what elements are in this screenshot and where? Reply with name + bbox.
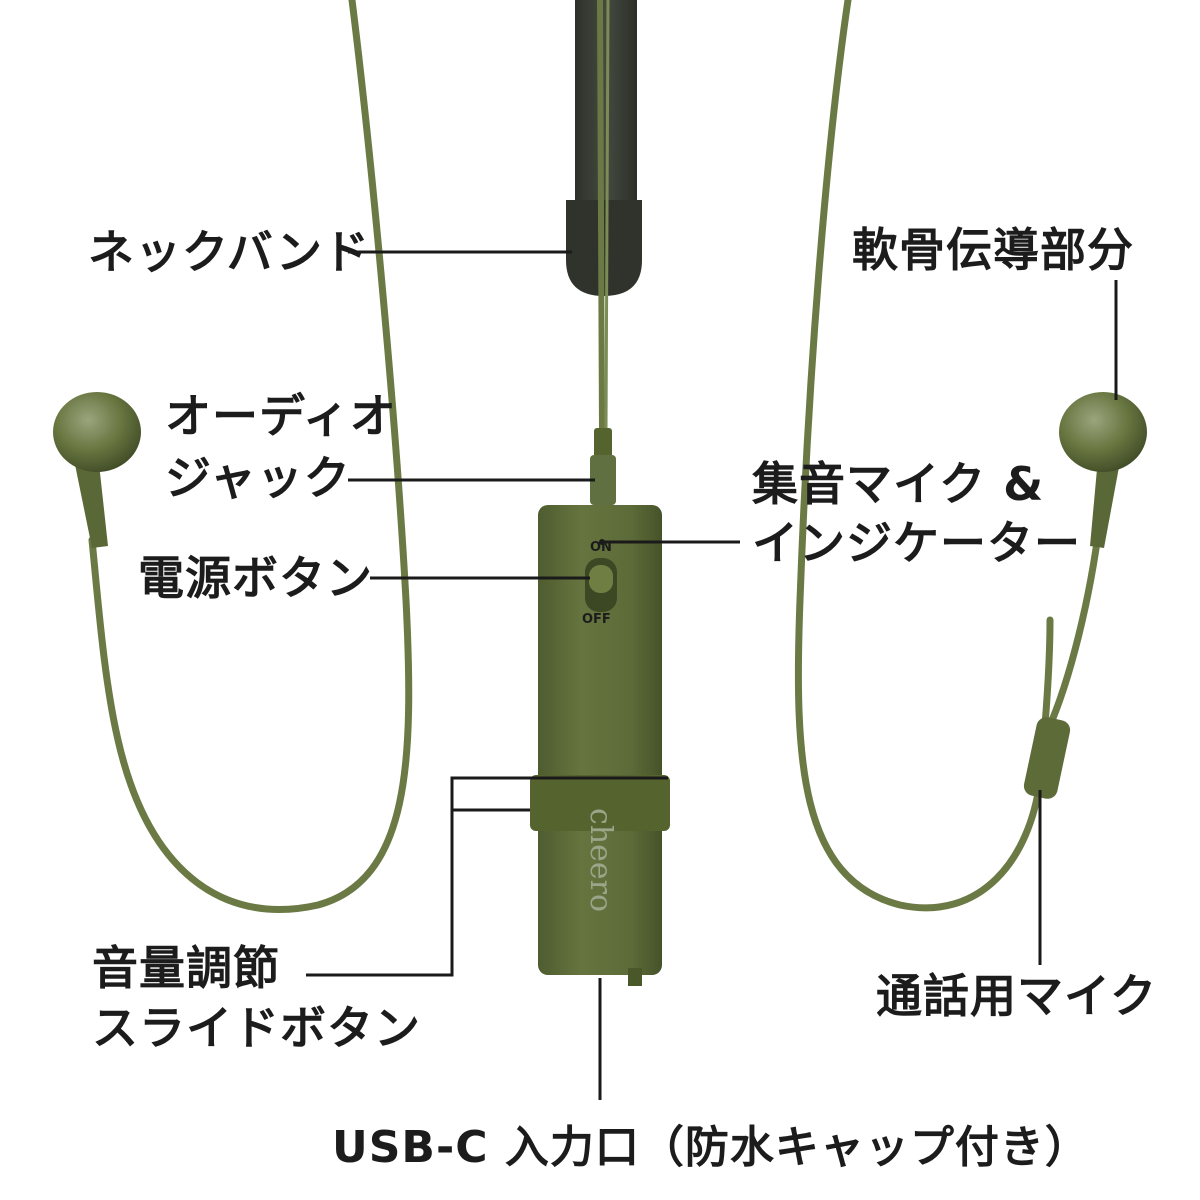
mic-indicator-dot: [599, 539, 605, 545]
label-usb-c: USB-C 入力口（防水キャップ付き）: [332, 1122, 1090, 1173]
power-switch: [585, 558, 617, 612]
label-neckband: ネックバンド: [88, 225, 370, 279]
label-bone-conduction: 軟骨伝導部分: [852, 223, 1134, 277]
brand-logo-text: cheero: [583, 808, 618, 913]
right-cable-outer: [794, 0, 1054, 912]
label-volume-2: スライドボタン: [92, 1001, 421, 1055]
call-mic-body: [1023, 717, 1071, 799]
center-cable-2: [604, 0, 610, 432]
switch-on-label: ON: [590, 540, 612, 555]
right-earpiece-cable: [1044, 516, 1104, 734]
label-audio-jack-2: ジャック: [165, 451, 351, 505]
label-mic-indicator-1: 集音マイク &: [752, 457, 1045, 511]
left-cable-outer: [88, 0, 413, 913]
audio-jack: [590, 428, 616, 505]
volume-leader: [306, 776, 668, 977]
leader-lines: [306, 250, 1118, 1100]
label-volume-1: 音量調節: [92, 941, 280, 995]
center-cable: [597, 0, 605, 433]
label-audio-jack-1: オーディオ: [165, 389, 397, 443]
right-earpiece: [1059, 392, 1147, 548]
left-earpiece: [53, 392, 141, 548]
switch-off-label: OFF: [582, 612, 611, 627]
label-mic-indicator-2: インジケーター: [752, 516, 1081, 570]
label-power-button: 電源ボタン: [138, 551, 373, 605]
label-call-mic: 通話用マイク: [876, 969, 1158, 1023]
